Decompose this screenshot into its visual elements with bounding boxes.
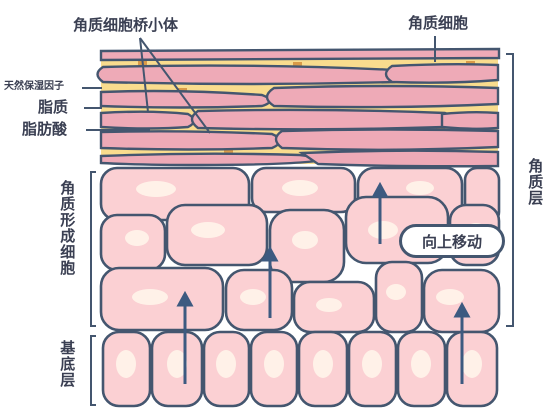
stratum-corneum-layer — [96, 47, 501, 168]
stratum-corneum-bracket — [506, 53, 514, 327]
stratum-corneum-label: 角质层 — [526, 158, 545, 206]
corneocytes — [96, 47, 501, 168]
basal-nuclei — [116, 350, 482, 378]
fatty-acid-label: 脂肪酸 — [22, 120, 68, 138]
corneocyte-label: 角质细胞 — [408, 14, 469, 32]
layer-brackets — [90, 53, 514, 406]
nmf-label: 天然保湿因子 — [4, 81, 64, 92]
keratinocyte-nuclei — [125, 180, 487, 312]
basal-cells — [101, 330, 499, 408]
upward-arrows — [176, 181, 471, 384]
keratinocyte-layer-label: 角质形成细胞 — [58, 180, 77, 276]
basal-layer-label: 基底层 — [58, 340, 77, 388]
bridge-label: 角质细胞桥小体 — [73, 16, 179, 34]
leader-lines — [82, 36, 436, 134]
lipid-label: 脂质 — [38, 98, 69, 116]
move-up-badge: 向上移动 — [399, 224, 505, 258]
keratinocyte-bracket — [90, 171, 96, 327]
basal-bracket — [90, 335, 96, 406]
